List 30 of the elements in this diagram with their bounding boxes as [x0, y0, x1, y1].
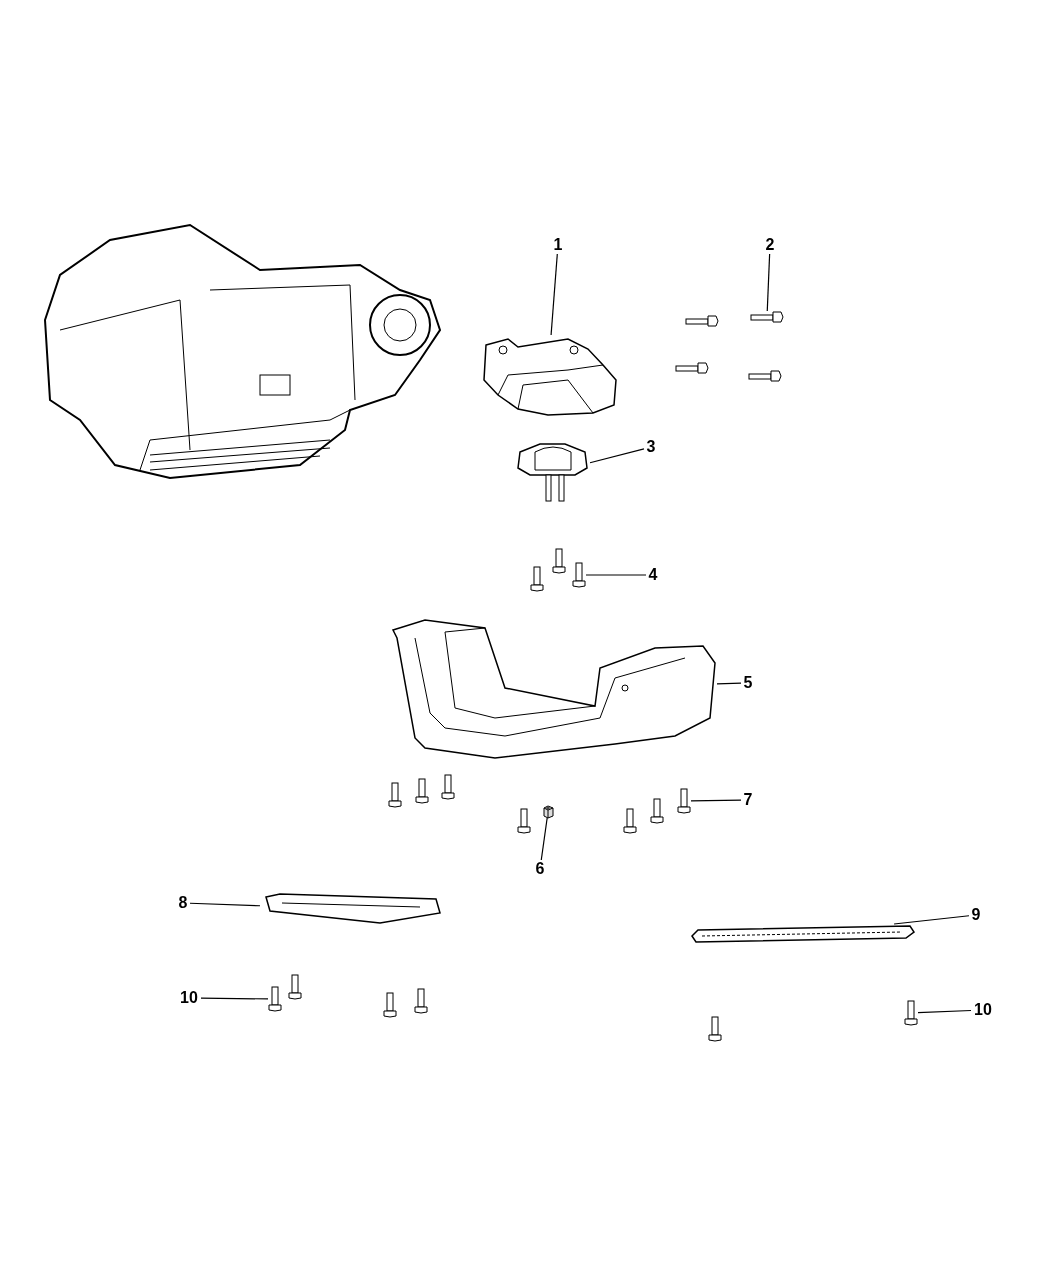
leader-line [917, 1009, 972, 1014]
callout-number: 8 [176, 894, 190, 912]
leader-line [550, 253, 558, 336]
callout-number: 6 [533, 860, 547, 878]
callout-number: 3 [644, 438, 658, 456]
callout-number: 5 [741, 674, 755, 692]
bolt-drawing [572, 562, 586, 588]
leader-line [690, 799, 742, 802]
bolt-drawing [904, 1000, 918, 1026]
bolt-drawing [677, 788, 691, 814]
nut-drawing [542, 806, 554, 818]
bolt-drawing [268, 986, 282, 1012]
callout-number: 10 [971, 1001, 995, 1019]
bolt-drawing [750, 311, 784, 323]
leader-line [589, 448, 645, 464]
leader-line [585, 574, 647, 576]
leader-line [200, 997, 269, 1000]
leader-line [716, 682, 742, 685]
leader-line [893, 915, 970, 925]
callout-number: 4 [646, 566, 660, 584]
strip-drawing [690, 924, 916, 944]
callout-number: 2 [763, 236, 777, 254]
callout-number: 10 [177, 989, 201, 1007]
leader-line [540, 817, 548, 861]
callout-number: 1 [551, 236, 565, 254]
callout-number: 9 [969, 906, 983, 924]
leader-line [189, 902, 261, 907]
leader-line [766, 253, 771, 312]
mount-drawing [515, 440, 590, 505]
callout-number: 7 [741, 791, 755, 809]
